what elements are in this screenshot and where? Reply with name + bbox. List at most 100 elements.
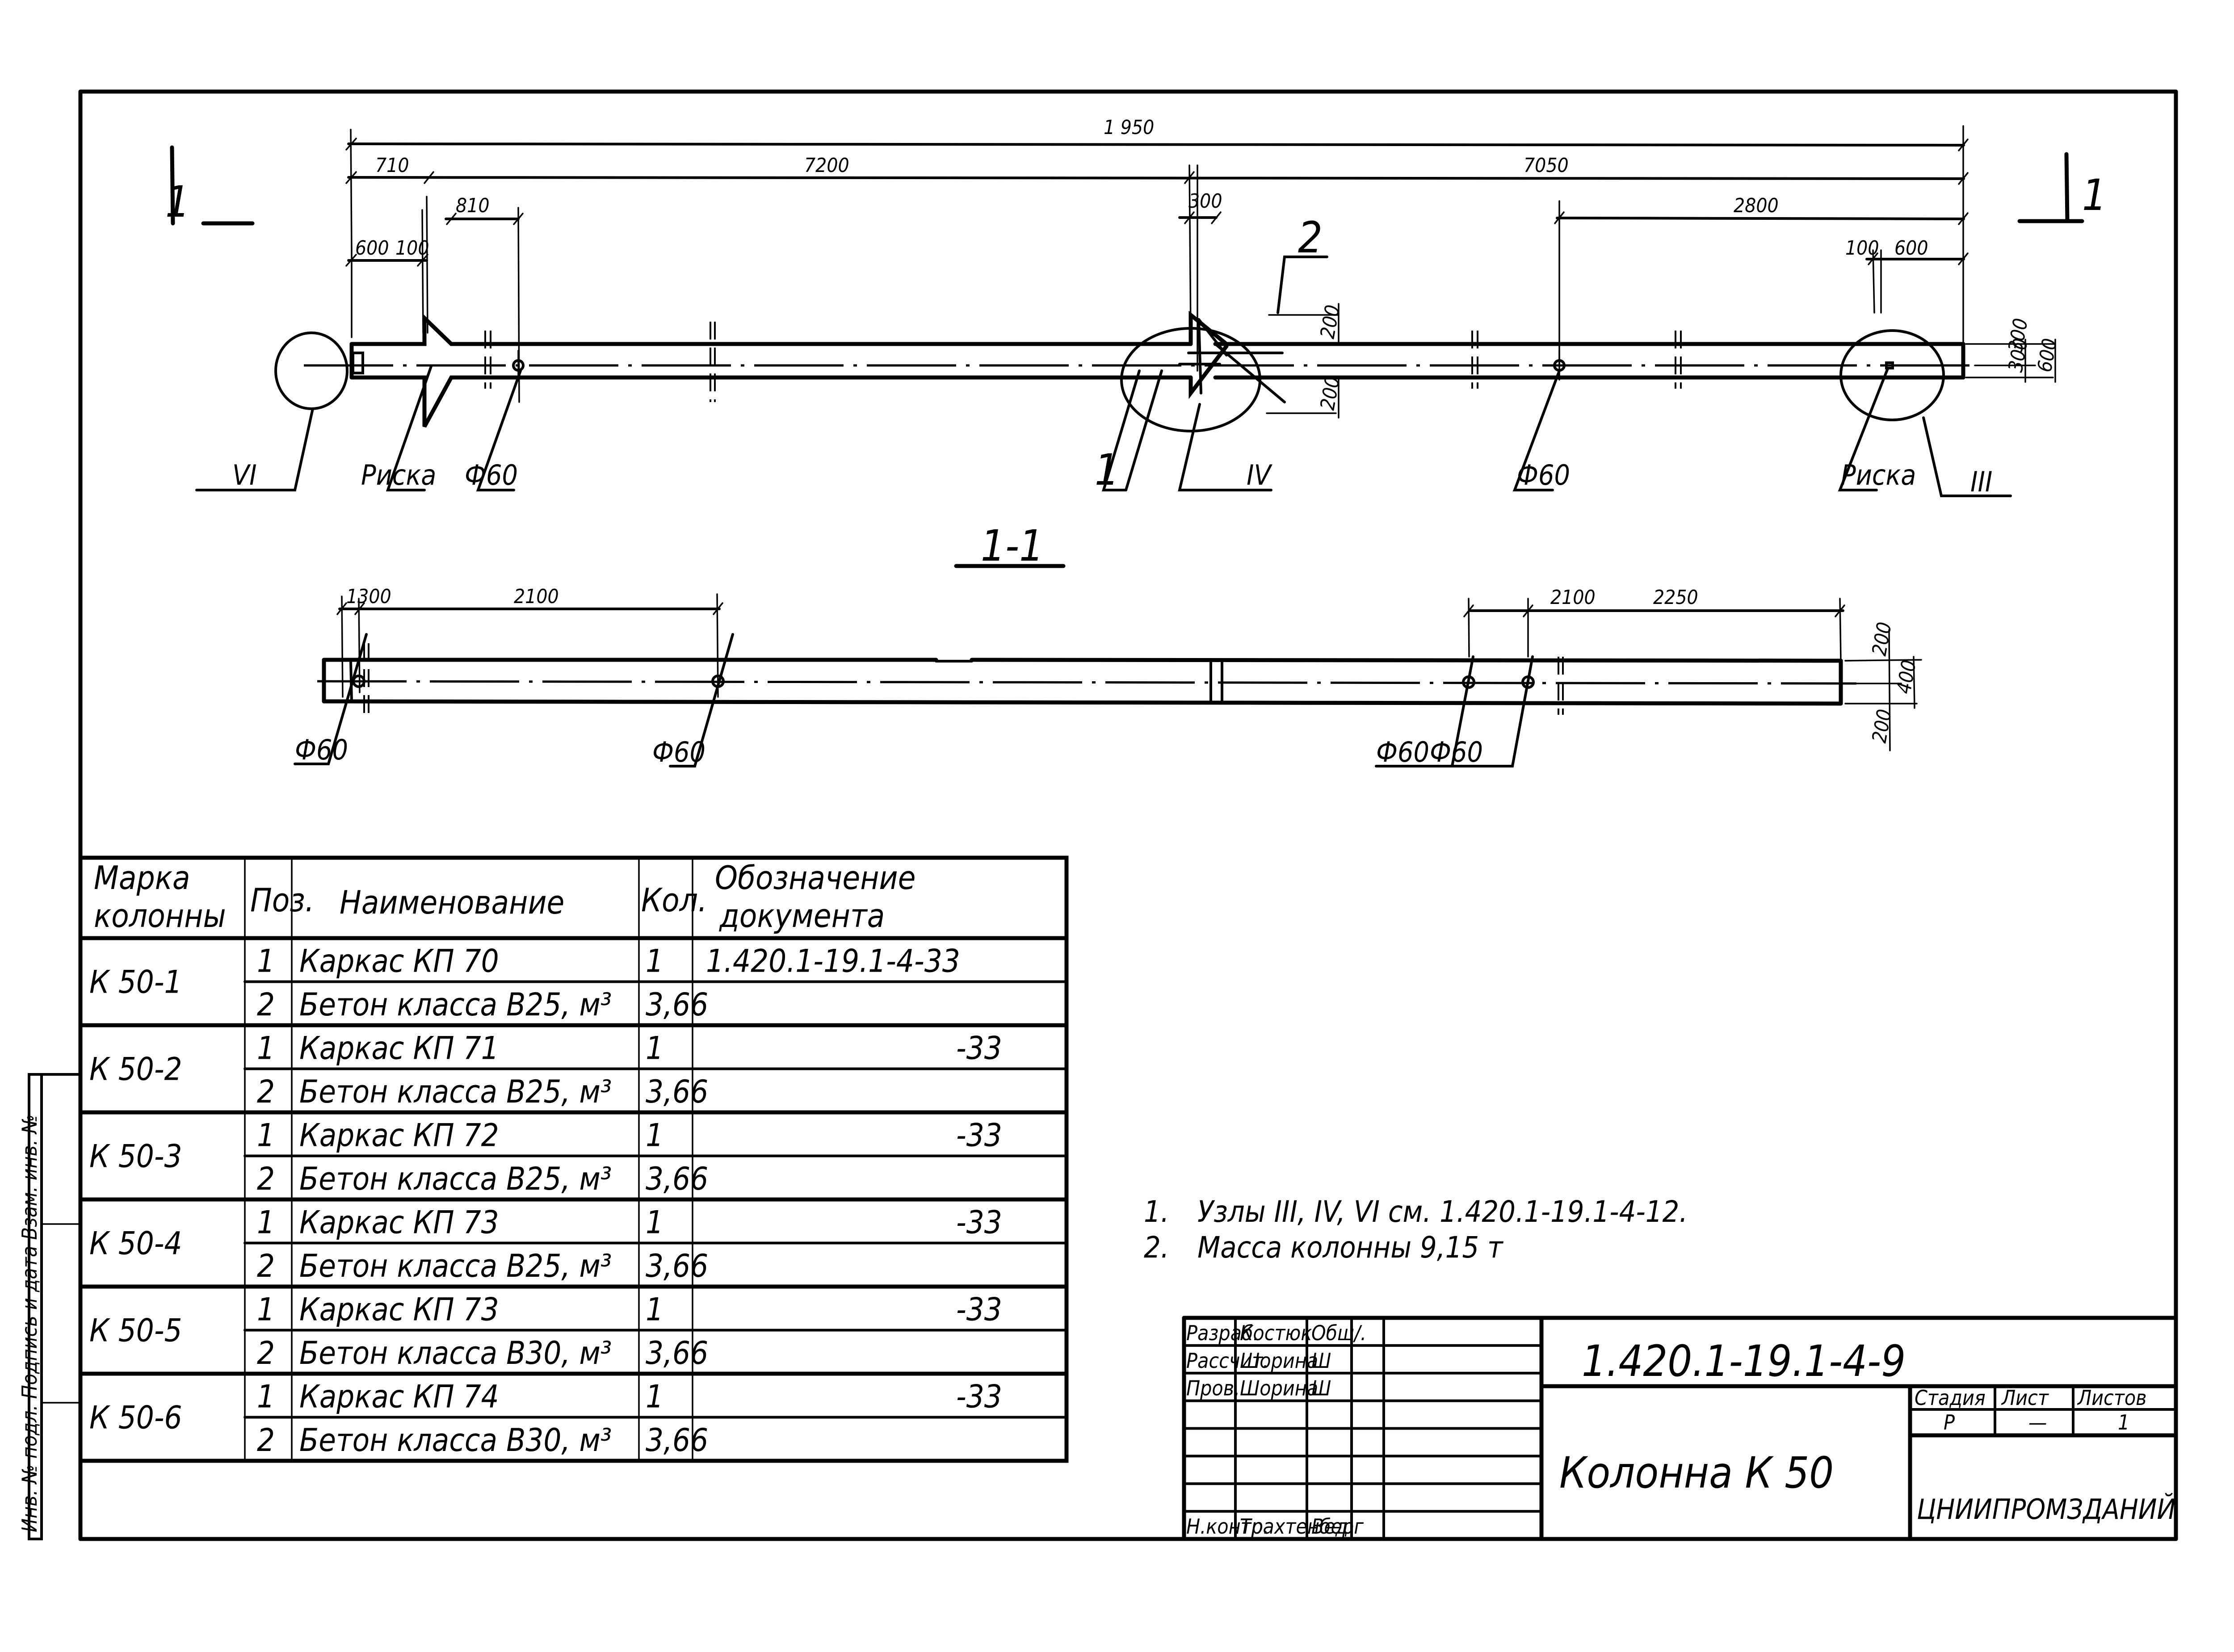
dim-810: 810 xyxy=(456,194,490,217)
row-name: Каркас КП 72 xyxy=(299,1117,499,1154)
row-pos: 1 xyxy=(257,1204,275,1241)
row-qty: 1 xyxy=(646,1379,663,1415)
row-doc: -33 xyxy=(956,1030,1002,1067)
dim-2250: 2250 xyxy=(1653,586,1698,609)
header-doc-2: документа xyxy=(719,897,885,935)
row-pos: 1 xyxy=(257,1379,275,1415)
column-mark: К 50-5 xyxy=(89,1312,182,1349)
callout-mark-left: Риска xyxy=(361,459,436,491)
title-block-role: Рассчит. xyxy=(1186,1349,1268,1373)
title-block-name: Костюк xyxy=(1240,1321,1312,1345)
sheet-label: Лист xyxy=(2001,1386,2049,1410)
title-block-sign: Обш/. xyxy=(1311,1321,1366,1345)
row-pos: 2 xyxy=(257,1073,275,1110)
section-mark-left: 1 xyxy=(165,145,255,227)
dim-right-600: 600 xyxy=(2033,337,2062,374)
row-pos: 1 xyxy=(257,1030,275,1067)
row-name: Бетон класса В25, м³ xyxy=(299,1248,612,1284)
section-callout-hole-1: Ф60 xyxy=(295,734,348,766)
title-block-name: Шорина xyxy=(1240,1349,1318,1373)
row-qty: 1 xyxy=(646,1117,663,1154)
section-callout-hole-3: Ф60 xyxy=(1376,736,1429,768)
column-elevation xyxy=(304,310,1979,428)
title-block-sign: Ш xyxy=(1311,1376,1331,1400)
row-name: Каркас КП 73 xyxy=(299,1291,499,1328)
dim-7050: 7050 xyxy=(1524,154,1569,177)
callout-node-IV: IV xyxy=(1247,459,1272,491)
dim-7200: 7200 xyxy=(804,154,849,177)
sheets-value: 1 xyxy=(2118,1410,2129,1434)
column-mark: К 50-3 xyxy=(89,1138,182,1175)
row-doc: -33 xyxy=(956,1204,1002,1241)
drawing-title: Колонна К 50 xyxy=(1559,1448,1834,1498)
dim-2100-left: 2100 xyxy=(514,585,559,608)
row-pos: 2 xyxy=(257,1161,275,1197)
dim-100-left: 100 xyxy=(395,237,429,260)
sheet-value: — xyxy=(2028,1410,2047,1434)
row-qty: 3,66 xyxy=(646,986,708,1023)
dim-300: 300 xyxy=(1188,190,1222,213)
section-mark-right-label: 1 xyxy=(2082,170,2107,220)
stage-label: Стадия xyxy=(1915,1386,1986,1410)
document-code: 1.420.1-19.1-4-9 xyxy=(1582,1336,1906,1386)
row-qty: 1 xyxy=(646,1030,663,1067)
title-block-name: Шорина xyxy=(1240,1376,1318,1400)
section-dim-200-bottom: 200 xyxy=(1868,708,1896,745)
column-mark: К 50-6 xyxy=(89,1400,182,1436)
row-doc: -33 xyxy=(956,1379,1002,1415)
section-title: 1-1 xyxy=(981,521,1044,571)
row-name: Бетон класса В25, м³ xyxy=(299,1073,612,1110)
section-dim-400: 400 xyxy=(1893,658,1921,696)
header-pos: Поз. xyxy=(250,881,314,919)
row-pos: 2 xyxy=(257,986,275,1023)
elevation-view: 1 1 xyxy=(165,116,2107,498)
note-1-num: 1. xyxy=(1144,1195,1169,1229)
title-block-sign: Вед xyxy=(1311,1514,1348,1539)
column-mark: К 50-2 xyxy=(89,1051,182,1088)
row-doc: 1.420.1-19.1-4-33 xyxy=(706,943,960,980)
node-III-circle xyxy=(1839,329,1945,421)
notes: 1. Узлы III, IV, VI см. 1.420.1-19.1-4-1… xyxy=(1144,1195,1688,1265)
row-name: Бетон класса В30, м³ xyxy=(299,1422,612,1459)
dim-600-left: 600 xyxy=(355,237,389,260)
row-qty: 3,66 xyxy=(646,1161,708,1197)
side-stamp: Инв. № подл. Подпись и дата Взам. инв. № xyxy=(17,1073,82,1540)
dim-2100-right: 2100 xyxy=(1550,586,1596,609)
row-qty: 3,66 xyxy=(646,1335,708,1371)
sheets-label: Листов xyxy=(2077,1386,2147,1410)
sheet-frame xyxy=(78,89,2178,1541)
row-name: Бетон класса В25, м³ xyxy=(299,986,612,1023)
section-dim-200-top: 200 xyxy=(1868,621,1896,658)
row-name: Каркас КП 71 xyxy=(299,1030,499,1067)
row-pos: 1 xyxy=(257,1117,275,1154)
note-2-text: Масса колонны 9,15 т xyxy=(1197,1230,1504,1265)
row-qty: 3,66 xyxy=(646,1073,708,1110)
section-callout-hole-4: Ф60 xyxy=(1430,736,1483,768)
header-mark-1: Марка xyxy=(94,859,190,897)
row-qty: 1 xyxy=(646,1291,663,1328)
row-name: Каркас КП 74 xyxy=(299,1379,499,1415)
column-mark: К 50-1 xyxy=(89,964,182,1001)
row-qty: 3,66 xyxy=(646,1248,708,1284)
row-qty: 1 xyxy=(646,943,663,980)
header-qty: Кол. xyxy=(641,881,707,919)
callout-hole-left: Ф60 xyxy=(465,459,518,491)
row-pos: 2 xyxy=(257,1335,275,1371)
dim-100-right: 100 xyxy=(1845,237,1879,260)
row-doc: -33 xyxy=(956,1291,1002,1328)
node-IV-circle xyxy=(1120,327,1261,432)
row-qty: 1 xyxy=(646,1204,663,1241)
header-name: Наименование xyxy=(340,884,564,921)
dim-mid-top: 200 xyxy=(1316,303,1344,340)
title-block-role: Разраб. xyxy=(1186,1321,1259,1345)
row-name: Каркас КП 73 xyxy=(299,1204,499,1241)
row-pos: 2 xyxy=(257,1248,275,1284)
row-qty: 3,66 xyxy=(646,1422,708,1459)
section-view: 1300 2100 2100 2250 Ф60 Ф60 Ф60 Ф6 xyxy=(294,585,1922,768)
note-1-text: Узлы III, IV, VI см. 1.420.1-19.1-4-12. xyxy=(1197,1195,1688,1229)
callout-hole-right: Ф60 xyxy=(1517,459,1570,491)
dim-600-right: 600 xyxy=(1894,237,1928,260)
side-stamp-text: Инв. № подл. Подпись и дата Взам. инв. № xyxy=(17,1115,42,1532)
dim-1300: 1300 xyxy=(346,585,391,608)
